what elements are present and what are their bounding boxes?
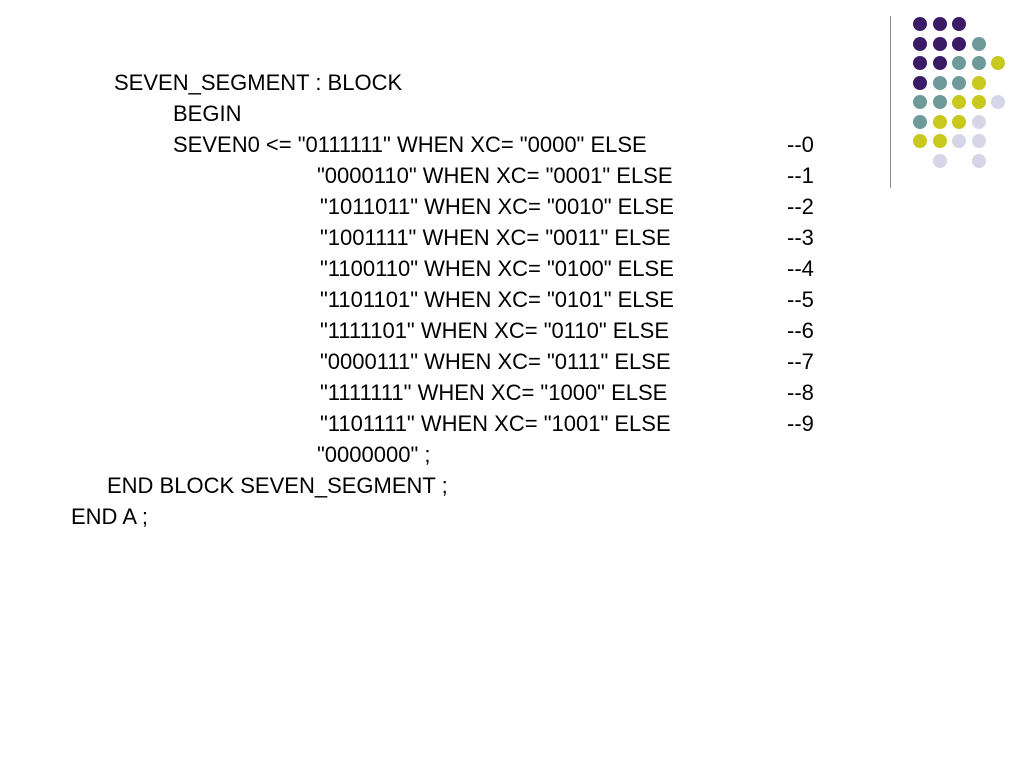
code-comment: --4 (787, 256, 814, 281)
decorative-dot (952, 75, 966, 90)
decorative-dot (952, 56, 966, 70)
decorative-dot (932, 75, 947, 90)
code-line: "1101101" WHEN XC= "0101" ELSE (320, 287, 674, 312)
code-comment: --6 (787, 318, 814, 343)
decorative-dot (932, 56, 947, 70)
decorative-dot (952, 95, 966, 109)
decorative-dot (932, 153, 947, 168)
code-line: "0000110" WHEN XC= "0001" ELSE (317, 163, 673, 188)
decorative-dot (913, 36, 927, 51)
decorative-dot (952, 36, 966, 51)
code-line: "1111101" WHEN XC= "0110" ELSE (320, 318, 669, 343)
decorative-dot (913, 75, 927, 90)
decorative-dot (913, 95, 927, 109)
decorative-dot (971, 95, 986, 109)
decorative-dot (932, 95, 947, 109)
code-line: "1111111" WHEN XC= "1000" ELSE (320, 380, 668, 405)
code-comment: --5 (787, 287, 814, 312)
code-line: SEVEN0 <= "0111111" WHEN XC= "0000" ELSE (173, 132, 647, 157)
decorative-dot (971, 75, 986, 90)
code-line: "0000111" WHEN XC= "0111" ELSE (320, 349, 671, 374)
decorative-dot (913, 114, 927, 129)
decorative-dot (971, 153, 986, 168)
decorative-dot (932, 134, 947, 148)
code-line: "1001111" WHEN XC= "0011" ELSE (320, 225, 671, 250)
code-comment: --2 (787, 194, 814, 219)
code-comment: --1 (787, 163, 814, 188)
code-comment: --8 (787, 380, 814, 405)
decorative-dot (913, 134, 927, 148)
code-comment: --3 (787, 225, 814, 250)
decorative-dot (932, 114, 947, 129)
decorative-dot (952, 134, 966, 148)
decorative-dot (952, 114, 966, 129)
code-line: "0000000" ; (317, 442, 431, 467)
code-line: "1011011" WHEN XC= "0010" ELSE (320, 194, 674, 219)
decorative-dot (971, 134, 986, 148)
code-comment: --0 (787, 132, 814, 157)
decorative-dot (991, 56, 1005, 70)
decorative-dot (952, 17, 966, 31)
decorative-dot (913, 56, 927, 70)
decorative-dot (971, 36, 986, 51)
code-line: BEGIN (173, 101, 242, 126)
decorative-dot (991, 95, 1005, 109)
decorative-dot (932, 36, 947, 51)
decorative-dot (971, 114, 986, 129)
code-line: "1100110" WHEN XC= "0100" ELSE (320, 256, 674, 281)
decorative-dot (932, 17, 947, 31)
code-line: END BLOCK SEVEN_SEGMENT ; (107, 473, 448, 498)
code-line: "1101111" WHEN XC= "1001" ELSE (320, 411, 671, 436)
code-line: END A ; (71, 504, 149, 529)
decorative-dot (971, 56, 986, 70)
code-comment: --9 (787, 411, 814, 436)
decorative-divider (890, 16, 891, 188)
code-comment: --7 (787, 349, 814, 374)
code-line: SEVEN_SEGMENT : BLOCK (114, 70, 403, 95)
decorative-dot (913, 17, 927, 31)
